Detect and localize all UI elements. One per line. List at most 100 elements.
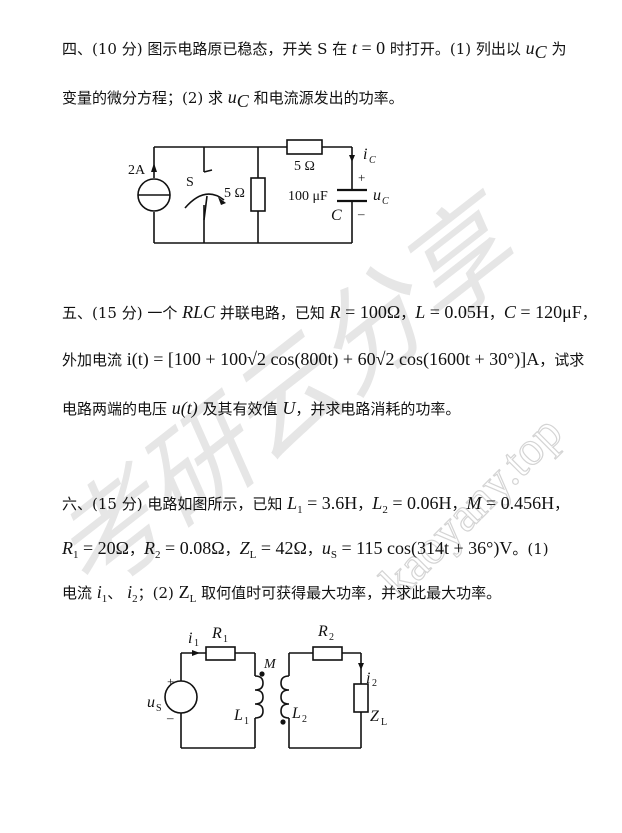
var-u: u	[525, 38, 535, 58]
comma: ，	[357, 495, 373, 513]
q5-line2: 外加电流 i(t) = [100 + 100√2 cos(800t) + 60√…	[62, 349, 584, 370]
i1-label: i	[188, 630, 192, 647]
var-rlc: RLC	[182, 302, 216, 322]
switch-arc-icon	[184, 193, 225, 209]
minus-sign: –	[357, 206, 365, 221]
comma: ，	[581, 304, 597, 322]
l-value: = 0.05H	[425, 302, 489, 322]
var-r1: R	[62, 538, 73, 558]
sub-l: L	[249, 549, 257, 561]
q6-text: 电流	[62, 584, 97, 602]
sub-1: 1	[101, 593, 108, 605]
var-c: C	[503, 302, 516, 322]
sub-c: C	[534, 42, 547, 62]
var-m: M	[466, 493, 482, 513]
q5-text: 及其有效值	[197, 400, 283, 418]
comma: ，	[488, 304, 504, 322]
load-zl-icon	[353, 683, 369, 713]
var-zl: Z	[239, 538, 250, 558]
plus-sign: +	[358, 170, 365, 185]
q6-line1: 六、(15 分) 电路如图所示，已知 L1 = 3.6H，L2 = 0.06H，…	[62, 493, 569, 520]
c-value: = 120μF	[515, 302, 582, 322]
mutual-label: M	[263, 657, 277, 672]
var-i2: i	[127, 582, 133, 602]
separator: 、	[107, 584, 128, 602]
l2-value: = 0.06H	[387, 493, 452, 513]
us-value: = 115 cos(314t + 36°)V	[337, 538, 513, 558]
var-l1: L	[287, 493, 298, 513]
q5-line3: 电路两端的电压 u(t) 及其有效值 U，并求电路消耗的功率。	[62, 398, 460, 419]
r-series-label: 5 Ω	[294, 159, 315, 174]
us-sub: S	[156, 703, 162, 714]
var-l2: L	[372, 493, 383, 513]
var-zl: Z	[178, 582, 190, 602]
current-formula: i(t) = [100 + 100√2 cos(800t) + 60√2 cos…	[126, 349, 540, 369]
q4-text: 四、(10 分) 图示电路原已稳态，开关 S 在	[62, 40, 352, 58]
m-value: = 0.456H	[481, 493, 555, 513]
var-r2: R	[144, 538, 156, 558]
comma: ，	[400, 304, 416, 322]
q6-text: 。(1)	[512, 540, 549, 558]
q6-text: 取何值时可获得最大功率，并求此最大功率。	[196, 584, 502, 602]
i2-arrow-icon	[358, 663, 364, 670]
zl-label: Z	[370, 708, 380, 725]
i2-sub: 2	[372, 678, 377, 689]
q6-line2: R1 = 20Ω，R2 = 0.08Ω，ZL = 42Ω，uS = 115 co…	[62, 538, 549, 565]
var-u: u	[227, 87, 237, 107]
i2-label: i	[366, 670, 370, 687]
q5-text: 并联电路，已知	[215, 304, 330, 322]
sub-s: S	[330, 549, 338, 561]
ic-label: i	[363, 146, 367, 163]
r1-sub: 1	[223, 634, 228, 645]
q4-text: 为	[546, 40, 567, 58]
comma: ，	[224, 540, 240, 558]
q5-line1: 五、(15 分) 一个 RLC 并联电路，已知 R = 100Ω，L = 0.0…	[62, 302, 597, 323]
q5-text: ，试求	[539, 351, 585, 369]
q6-line3: 电流 i1、 i2；(2) ZL 取何值时可获得最大功率，并求此最大功率。	[62, 582, 501, 609]
q4-text: 和电流源发出的功率。	[248, 89, 404, 107]
r1-label: R	[211, 625, 222, 642]
r-parallel-label: 5 Ω	[224, 186, 245, 201]
ic-arrow-icon	[349, 155, 355, 162]
r2-value: = 0.08Ω	[160, 538, 225, 558]
comma: ，	[129, 540, 145, 558]
l2-sub: 2	[302, 714, 307, 725]
comma: ，	[306, 540, 322, 558]
minus-sign: –	[166, 710, 174, 725]
q5-text: ，并求电路消耗的功率。	[295, 400, 461, 418]
var-u-t: u(t)	[171, 398, 198, 418]
sub-1: 1	[73, 549, 79, 561]
sub-l: L	[189, 593, 197, 605]
q4-line1: 四、(10 分) 图示电路原已稳态，开关 S 在 t = 0 时打开。(1) 列…	[62, 38, 566, 62]
q6-text: 六、(15 分) 电路如图所示，已知	[62, 495, 288, 513]
dot-marker-icon	[280, 719, 286, 725]
i1-arrow-icon	[192, 650, 200, 656]
switch-label: S	[186, 175, 194, 190]
q5-text: 电路两端的电压	[62, 400, 172, 418]
current-arrow-icon	[151, 163, 157, 172]
q6-text: ；(2)	[137, 584, 179, 602]
resistor-r2-icon	[312, 646, 343, 661]
cap-value-label: 100 μF	[288, 189, 328, 204]
var-t: t	[351, 38, 357, 58]
r-value: = 100Ω	[340, 302, 401, 322]
sub-1: 1	[297, 504, 303, 516]
var-us: u	[321, 538, 331, 558]
q5-text: 五、(15 分) 一个	[62, 304, 183, 322]
var-i1: i	[96, 582, 102, 602]
r1-value: = 20Ω	[78, 538, 130, 558]
sub-c: C	[236, 91, 249, 111]
resistor-series-icon	[286, 139, 323, 155]
q4-line2: 变量的微分方程；(2) 求 uC 和电流源发出的功率。	[62, 87, 404, 111]
q4-text: 时打开。(1) 列出以	[385, 40, 526, 58]
inductor-l2-icon	[280, 675, 290, 719]
r2-sub: 2	[329, 632, 334, 643]
resistor-r1-icon	[205, 646, 236, 661]
uc-label: u	[373, 187, 381, 204]
source-label: 2A	[128, 163, 146, 178]
q5-text: 外加电流	[62, 351, 127, 369]
sub-2: 2	[382, 504, 388, 516]
comma: ，	[451, 495, 467, 513]
switch-arrow-icon	[218, 197, 226, 205]
